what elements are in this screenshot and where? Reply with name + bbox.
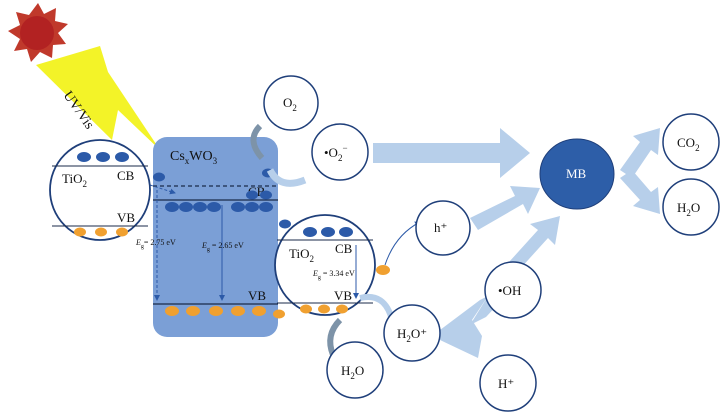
svg-text:H⁺: H⁺ [498,376,514,391]
cswo3-electrons [153,168,291,229]
svg-text:H2O⁺: H2O⁺ [397,326,427,344]
svg-text:Eg= 2.75 eV: Eg= 2.75 eV [135,238,176,250]
tio2-left-name: TiO [62,171,82,186]
svg-text:•O2−: •O2− [324,143,348,163]
svg-text:TiO2: TiO2 [62,171,87,189]
h2o-plus-formation-arrow [359,294,395,321]
tio2-left-cb-label: CB [117,168,135,183]
h-plus-upper-species: h⁺ [415,200,471,256]
svg-text:H2O: H2O [677,200,700,218]
superoxide-species: •O2− [311,123,369,181]
flow-arrows [373,128,660,358]
hydroxyl-species: •OH [484,261,542,319]
h-plus-lower-species: H⁺ [479,354,537,412]
cswo3-vb-label: VB [248,288,266,303]
right-hole-carrier [376,265,390,275]
svg-text:CsxWO3: CsxWO3 [170,149,218,166]
o2-species: O2 [263,75,319,131]
svg-text:Eg = 2.65 eV: Eg = 2.65 eV [201,241,244,253]
o2-uptake-arrow [250,123,265,160]
hole-transfer-arrow [384,221,421,266]
left-electron-transfer-arrow [149,184,176,195]
svg-text:CO2: CO2 [677,135,700,153]
tio2-right-cb-label: CB [335,241,353,256]
tio2-right-circle: TiO2 CB VB Eg = 3.34 eV [274,214,376,316]
lightning-bolt-icon: UV/Vis [36,46,160,150]
tio2-right-name: TiO [289,246,309,261]
svg-text:•OH: •OH [498,283,521,298]
svg-text:MB: MB [566,166,587,181]
superoxide-formation-arrow [266,168,307,187]
sun-icon [8,3,68,62]
water-uptake-arrow [327,317,343,357]
svg-text:h⁺: h⁺ [434,220,447,235]
tio2-left-circle: TiO2 CB VB [49,139,151,241]
h2o-water-species: H2O [326,341,384,399]
h2o-plus-species: H2O⁺ [383,304,441,362]
tio2-right-vb-label: VB [334,288,352,303]
h2o-product-species: H2O [662,178,720,236]
cswo3-name: Cs [170,149,185,164]
svg-text:TiO2: TiO2 [289,246,314,264]
tio2-left-vb-label: VB [117,210,135,225]
svg-text:Eg = 3.34 eV: Eg = 3.34 eV [312,269,355,281]
svg-text:H2O: H2O [341,363,364,381]
svg-text:O2: O2 [283,95,297,113]
mb-species: MB [539,138,615,210]
cswo3-holes [165,306,285,319]
co2-species: CO2 [662,113,720,171]
